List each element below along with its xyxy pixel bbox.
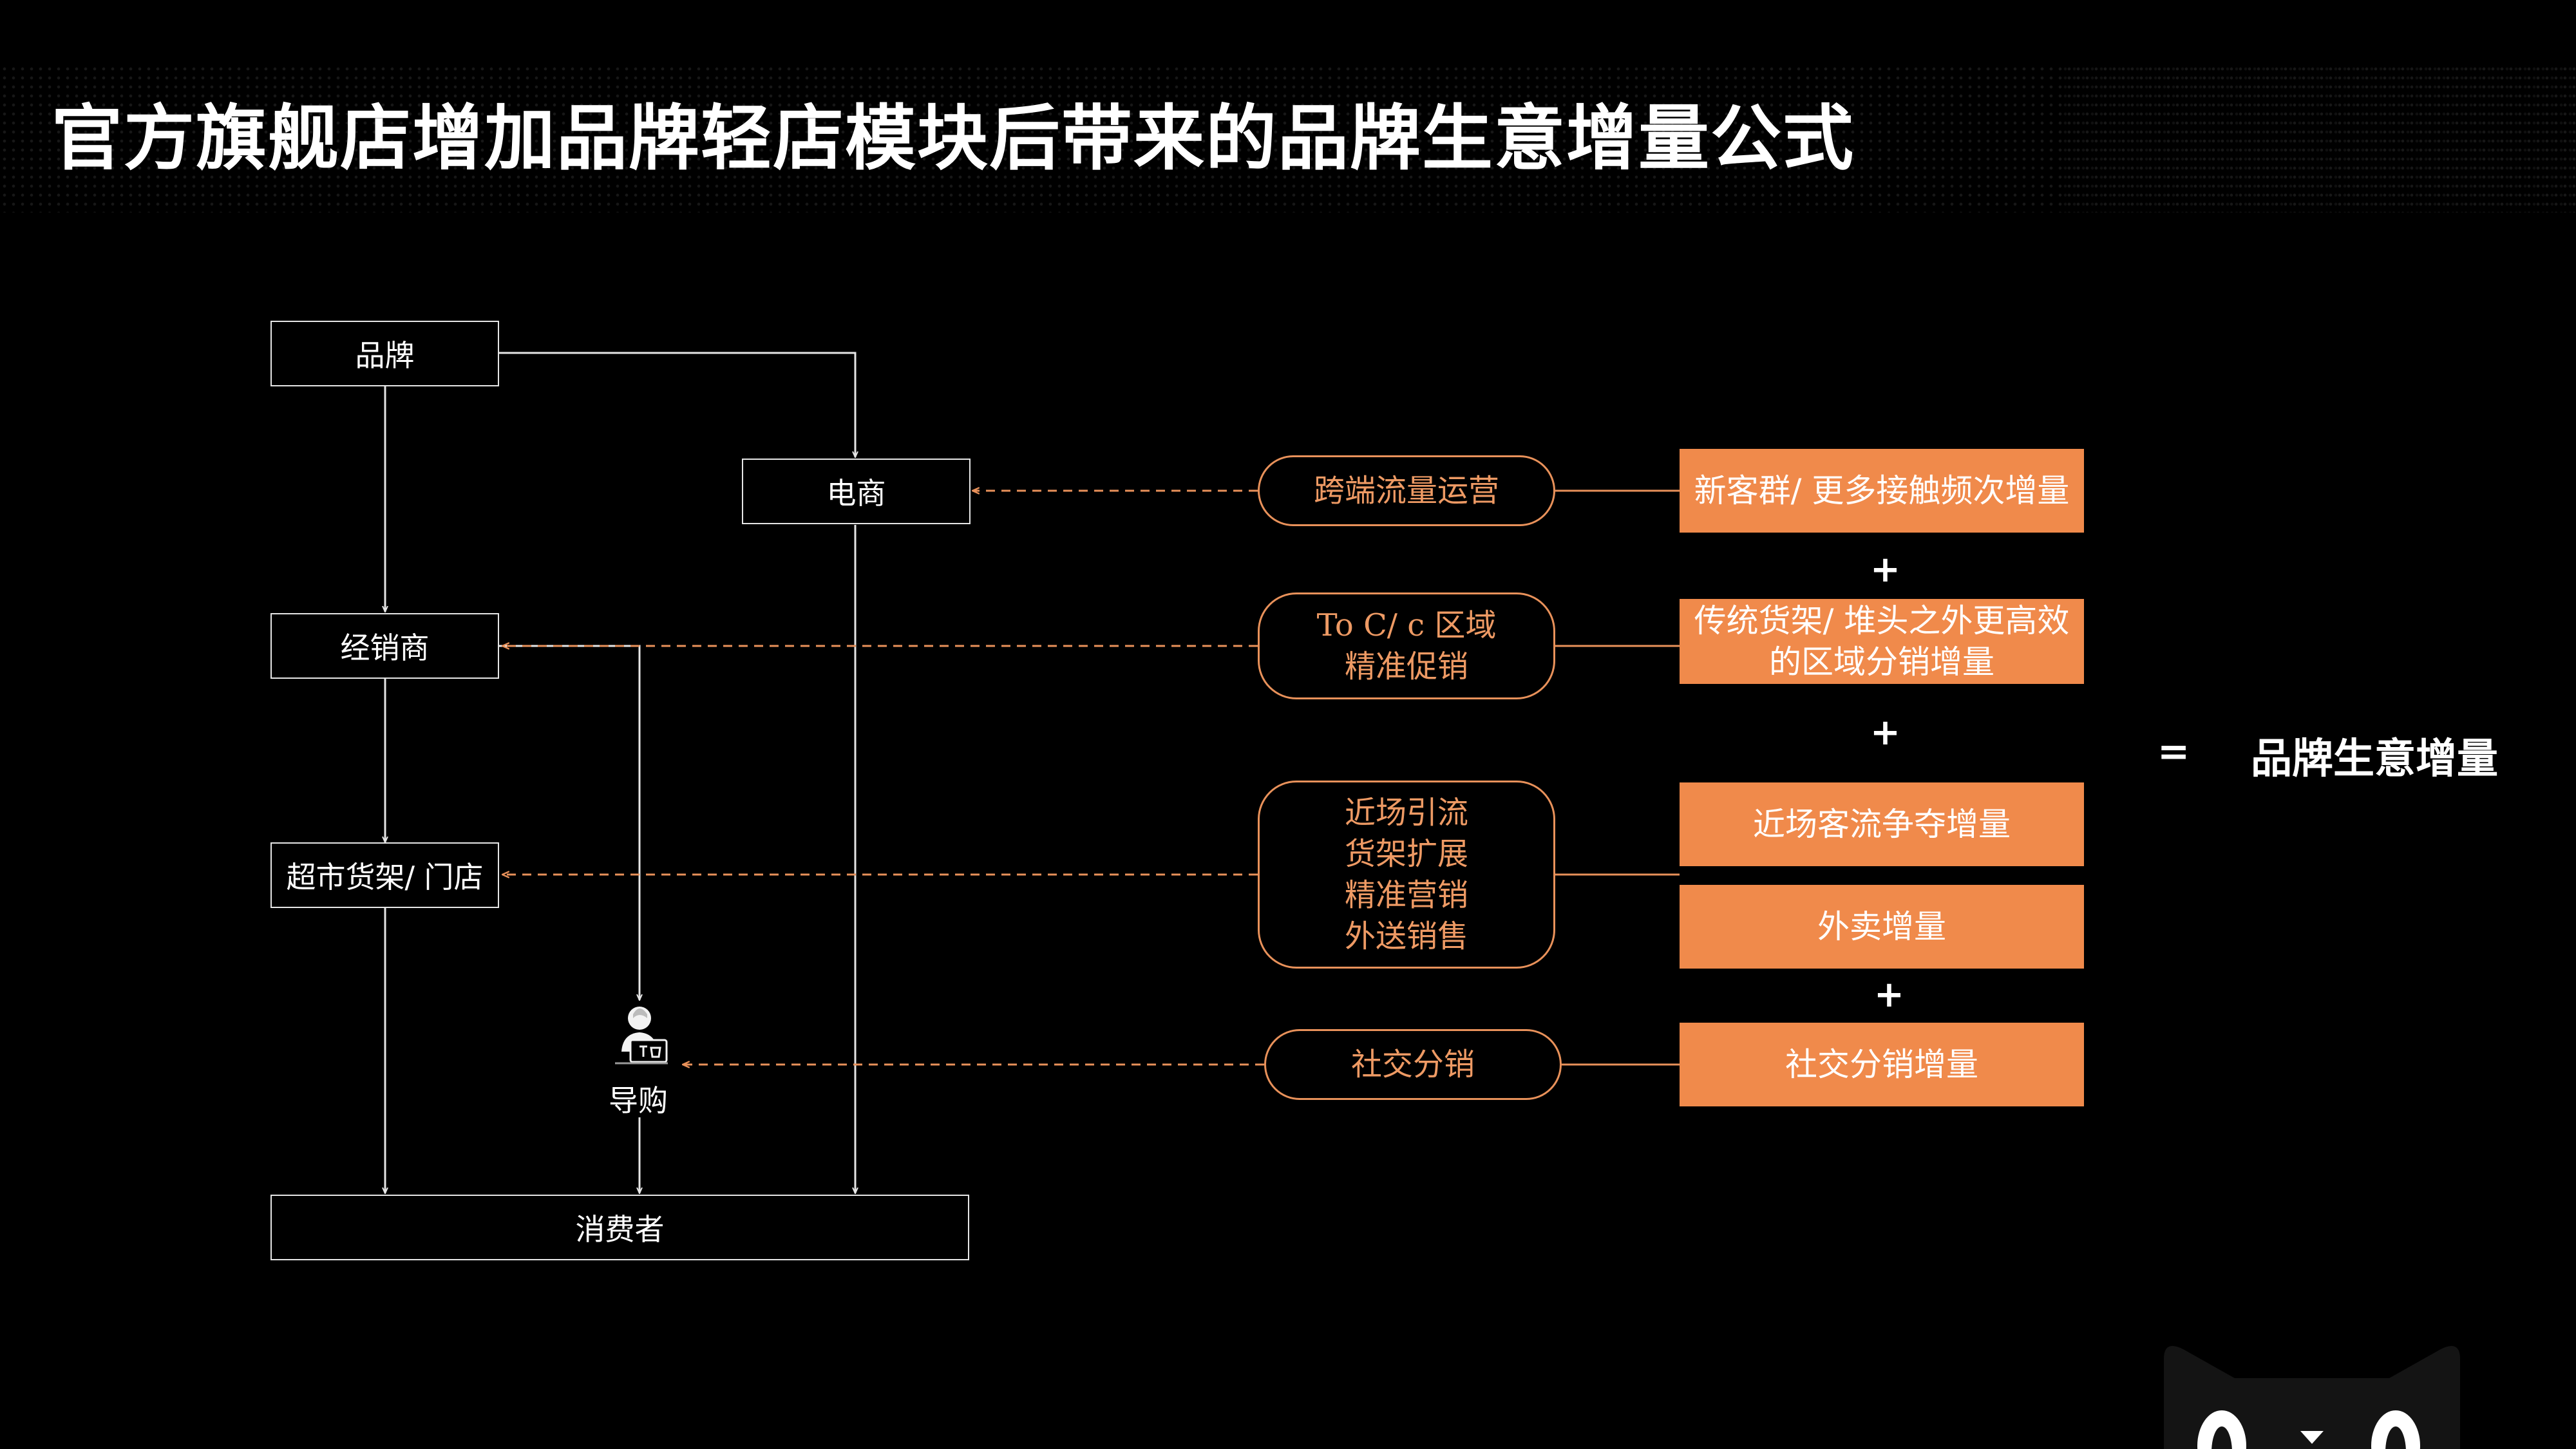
node-distributor: 经销商 — [270, 613, 499, 679]
channel-pill-nearby-traffic: 近场引流 货架扩展 精准营销 外送销售 — [1258, 781, 1555, 969]
channel-pill-cross-end-traffic: 跨端流量运营 — [1258, 455, 1555, 526]
node-consumer: 消费者 — [270, 1195, 969, 1260]
increment-line: 外卖增量 — [1817, 908, 1946, 945]
increment-social-distribution: 社交分销增量 — [1680, 1023, 2084, 1106]
page-title: 官方旗舰店增加品牌轻店模块后带来的品牌生意增量公式 — [52, 97, 1855, 180]
node-brand: 品牌 — [270, 321, 499, 386]
increment-regional-distribution: 传统货架/ 堆头之外更高效 的区域分销增量 — [1680, 599, 2084, 684]
wire-distributor-to-guide — [499, 645, 639, 1000]
channel-pill-line: 近场引流 — [1344, 795, 1468, 831]
channel-pill-social-distribution: 社交分销 — [1264, 1029, 1562, 1100]
channel-pill-line: 社交分销 — [1350, 1046, 1475, 1083]
node-guide-label: 导购 — [609, 1083, 668, 1118]
dot-pattern-band — [0, 64, 2576, 213]
result-brand-business-increment: 品牌生意增量 — [2251, 735, 2498, 783]
plus-sign-1: + — [1870, 549, 1900, 591]
increment-nearby-traffic: 近场客流争夺增量 — [1680, 782, 2084, 866]
wire-brand-to-ecommerce — [499, 352, 855, 457]
node-supermarket: 超市货架/ 门店 — [270, 842, 499, 908]
channel-pill-line: 货架扩展 — [1344, 836, 1468, 872]
channel-pill-line: 外送销售 — [1344, 918, 1468, 954]
increment-line: 的区域分销增量 — [1769, 643, 1994, 681]
channel-pill-line: 精准营销 — [1344, 877, 1468, 913]
node-ecommerce: 电商 — [742, 459, 971, 524]
shopping-guide-person-icon — [615, 1007, 668, 1065]
tmall-cat-icon — [2164, 1346, 2460, 1449]
plus-sign-3: + — [1874, 974, 1904, 1016]
dot-pattern-band-right — [2061, 64, 2576, 213]
increment-line: 近场客流争夺增量 — [1753, 806, 2011, 843]
increment-takeout: 外卖增量 — [1680, 885, 2084, 969]
channel-pill-line: 精准促销 — [1344, 649, 1468, 685]
increment-line: 传统货架/ 堆头之外更高效 — [1694, 602, 2070, 639]
increment-line: 社交分销增量 — [1785, 1046, 1978, 1083]
channel-pill-regional-promotion: To C/ c 区域 精准促销 — [1258, 592, 1555, 699]
equals-sign: = — [2157, 729, 2190, 774]
channel-pill-line: To C/ c 区域 — [1316, 607, 1497, 643]
plus-sign-2: + — [1870, 712, 1900, 753]
increment-new-customers: 新客群/ 更多接触频次增量 — [1680, 449, 2084, 533]
channel-pill-line: 跨端流量运营 — [1313, 473, 1499, 509]
increment-line: 新客群/ 更多接触频次增量 — [1694, 472, 2070, 509]
